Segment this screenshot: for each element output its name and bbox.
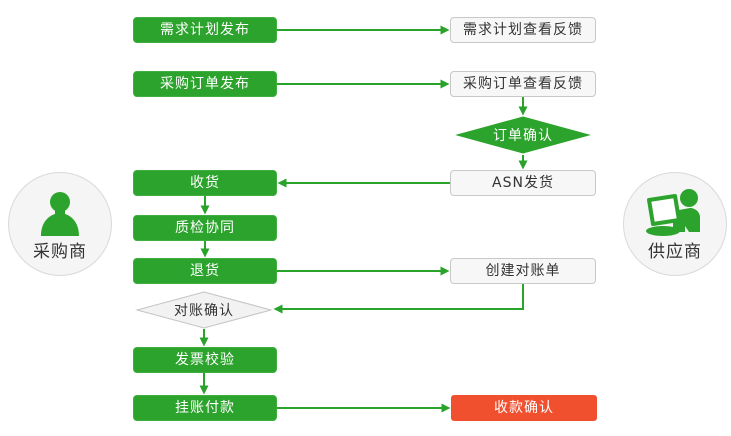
actor-supplier: 供应商 bbox=[623, 172, 727, 276]
diamond-shape bbox=[455, 116, 591, 154]
actor-supplier-label: 供应商 bbox=[648, 242, 702, 262]
flow-node-po-publish: 采购订单发布 bbox=[133, 71, 277, 97]
flow-node-receive: 收货 bbox=[133, 170, 277, 196]
supplier-person-laptop-icon bbox=[646, 189, 700, 236]
flow-decision-label: 对账确认 bbox=[174, 303, 234, 319]
flow-decision-statement-confirm: 对账确认 bbox=[135, 291, 273, 329]
buyer-person-icon bbox=[41, 192, 79, 236]
actor-buyer-label: 采购商 bbox=[33, 242, 87, 262]
flow-node-return-goods: 退货 bbox=[133, 258, 277, 284]
flow-node-book-payment: 挂账付款 bbox=[133, 395, 277, 421]
flow-node-create-statement: 创建对账单 bbox=[450, 258, 596, 284]
flow-node-demand-publish: 需求计划发布 bbox=[133, 17, 277, 43]
diamond-shape bbox=[135, 291, 273, 329]
flow-node-demand-feedback: 需求计划查看反馈 bbox=[450, 17, 596, 43]
flow-node-invoice-verify: 发票校验 bbox=[133, 347, 277, 373]
actor-buyer: 采购商 bbox=[8, 172, 112, 276]
flow-node-asn-ship: ASN发货 bbox=[450, 170, 596, 196]
flow-node-po-feedback: 采购订单查看反馈 bbox=[450, 71, 596, 97]
flow-decision-label: 订单确认 bbox=[493, 128, 553, 144]
flow-node-receipt-confirm: 收款确认 bbox=[451, 395, 597, 421]
flow-node-quality-collab: 质检协同 bbox=[133, 215, 277, 241]
flow-decision-order-confirm: 订单确认 bbox=[455, 116, 591, 154]
